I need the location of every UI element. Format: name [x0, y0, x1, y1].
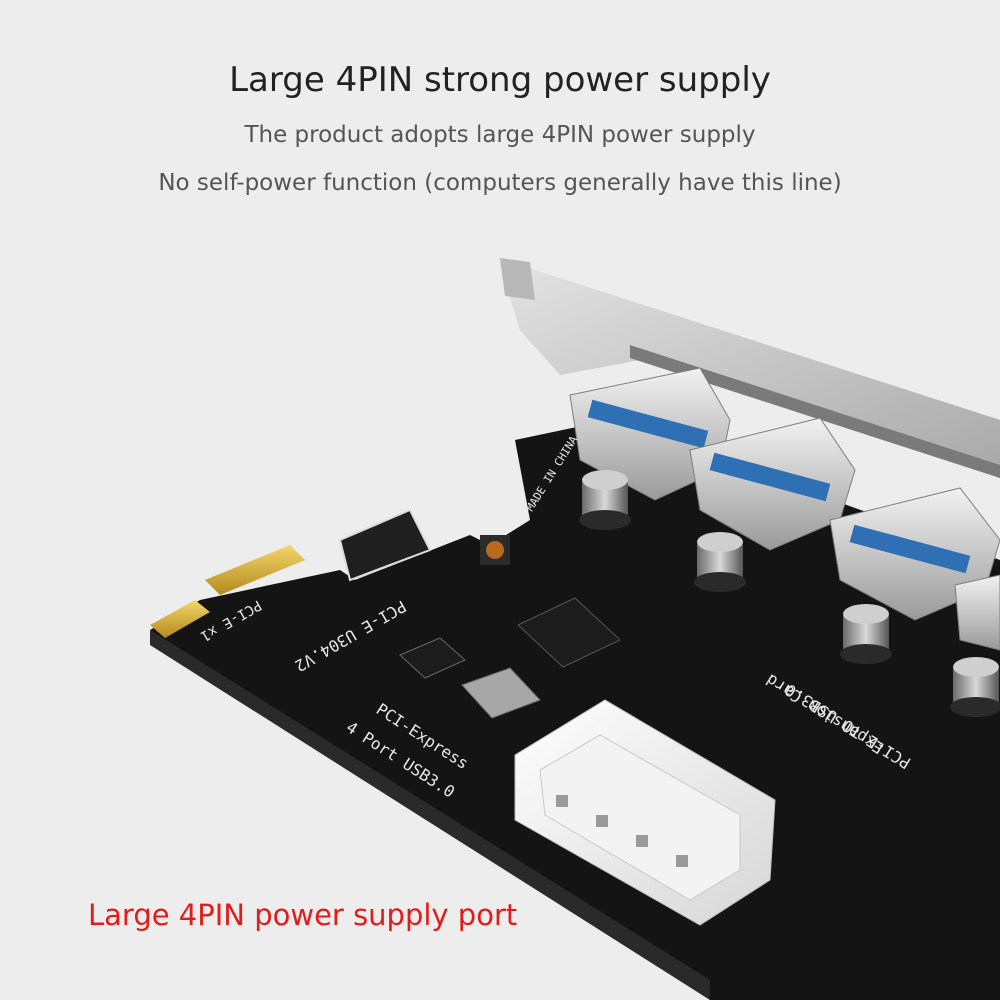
small-ic — [399, 637, 466, 679]
subtitle-line-2: No self-power function (computers genera… — [158, 170, 842, 196]
metal-bracket — [498, 258, 1000, 478]
inductor — [480, 535, 510, 565]
usb-port-1 — [569, 367, 731, 501]
crystal-oscillator — [461, 667, 541, 719]
pcb-board — [150, 420, 1000, 1000]
subtitle-line-1: The product adopts large 4PIN power supp… — [244, 122, 756, 148]
capacitor — [579, 470, 631, 530]
power-port-caption: Large 4PIN power supply port — [88, 898, 518, 932]
usb-port-4 — [954, 574, 1000, 651]
controller-chip — [517, 597, 621, 668]
capacitor — [694, 532, 746, 592]
gold-edge-connector — [150, 545, 305, 638]
capacitor — [950, 657, 1000, 717]
capacitor — [840, 604, 892, 664]
molex-power-connector — [514, 699, 776, 926]
page-title: Large 4PIN strong power supply — [229, 60, 771, 100]
